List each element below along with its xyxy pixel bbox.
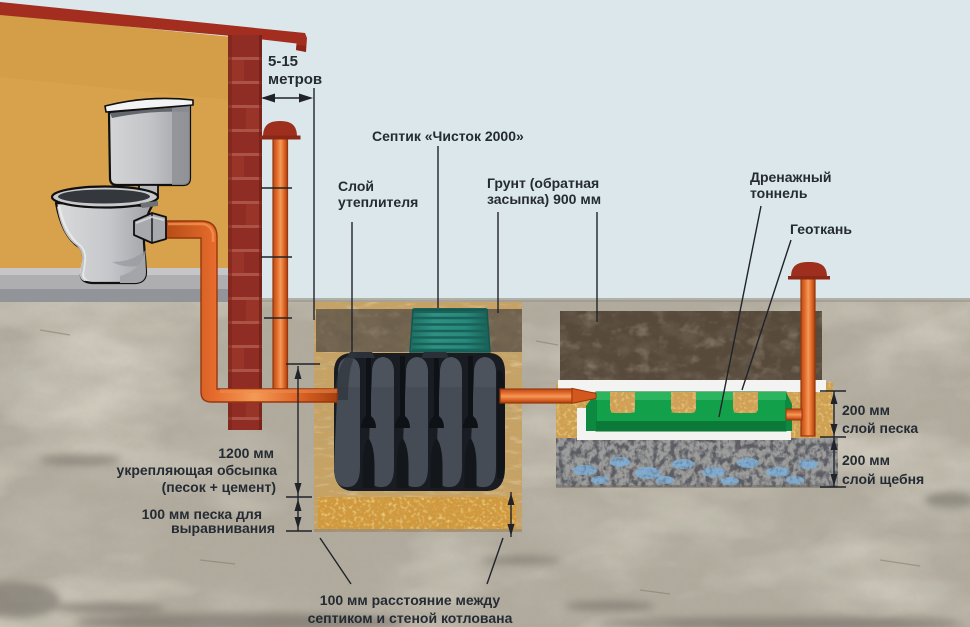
svg-text:5-15: 5-15	[268, 53, 298, 70]
svg-text:слой щебня: слой щебня	[842, 471, 924, 487]
svg-text:слой песка: слой песка	[842, 420, 918, 436]
svg-text:септиком и стеной котлована: септиком и стеной котлована	[308, 610, 513, 626]
svg-text:утеплителя: утеплителя	[338, 194, 418, 210]
svg-text:Грунт (обратная: Грунт (обратная	[487, 175, 599, 191]
svg-text:укрепляющая обсыпка: укрепляющая обсыпка	[117, 462, 278, 478]
svg-text:200 мм: 200 мм	[842, 452, 890, 468]
svg-text:метров: метров	[268, 71, 322, 88]
svg-text:1200 мм: 1200 мм	[218, 445, 274, 461]
svg-text:засыпка) 900 мм: засыпка) 900 мм	[487, 191, 601, 207]
svg-text:200 мм: 200 мм	[842, 402, 890, 418]
svg-text:Слой: Слой	[338, 178, 374, 194]
svg-text:Геоткань: Геоткань	[790, 221, 852, 237]
svg-text:Дренажный: Дренажный	[750, 169, 832, 185]
svg-text:выравнивания: выравнивания	[171, 520, 275, 536]
svg-text:тоннель: тоннель	[750, 185, 808, 201]
svg-text:(песок + цемент): (песок + цемент)	[162, 479, 276, 495]
svg-text:100 мм расстояние между: 100 мм расстояние между	[320, 592, 501, 608]
svg-text:Септик «Чисток 2000»: Септик «Чисток 2000»	[372, 128, 524, 144]
svg-text:100 мм песка для: 100 мм песка для	[142, 506, 262, 522]
